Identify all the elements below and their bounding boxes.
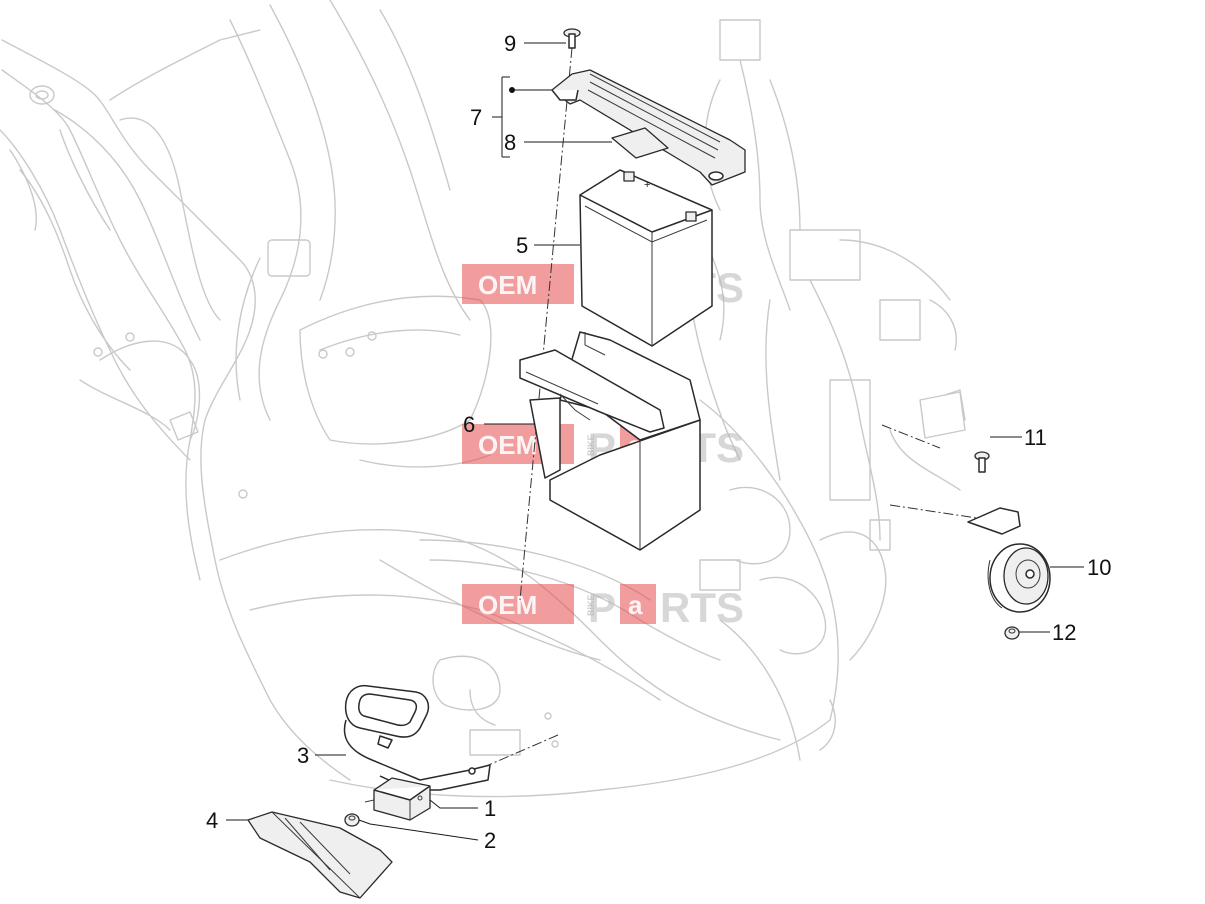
callout-4: 4: [206, 808, 218, 833]
nut-part-2[interactable]: [344, 813, 360, 827]
callout-labels: 9 7 8 5 6 11 10 12 3 1 2 4: [206, 31, 1111, 853]
watermark-bottom: OEM BIKE P a RTS: [462, 584, 744, 631]
callout-6: 6: [463, 412, 475, 437]
svg-text:+: +: [644, 179, 650, 191]
callout-2: 2: [484, 828, 496, 853]
screw-part-9[interactable]: [563, 28, 581, 49]
callout-9: 9: [504, 31, 516, 56]
horn-part-10[interactable]: [967, 507, 1051, 613]
scooter-frame-ghost: [0, 0, 966, 798]
battery-box-part-6[interactable]: [519, 331, 701, 551]
watermark-bike-text: BIKE: [586, 594, 596, 616]
cover-part-4[interactable]: [247, 811, 393, 899]
leader-lines: [226, 42, 1084, 841]
watermark-rts-text: RTS: [660, 584, 744, 631]
callout-5: 5: [516, 233, 528, 258]
relay-part-1[interactable]: [364, 777, 431, 821]
battery-strap-part-7[interactable]: [551, 69, 746, 186]
callout-8: 8: [504, 130, 516, 155]
callout-7: 7: [470, 105, 482, 130]
watermark-p-text: P: [588, 584, 616, 631]
watermark-oem-text: OEM: [478, 430, 537, 460]
callout-11: 11: [1024, 425, 1047, 450]
watermark-oem-text: OEM: [478, 270, 537, 300]
watermark-bike-text: BIKE: [586, 434, 596, 456]
nut-part-12[interactable]: [1004, 626, 1020, 640]
callout-10: 10: [1087, 555, 1111, 580]
label-part-8[interactable]: [611, 127, 669, 159]
watermark-oem-text: OEM: [478, 590, 537, 620]
callout-3: 3: [297, 743, 309, 768]
bracket-part-3[interactable]: [343, 684, 491, 791]
battery-part-5[interactable]: +: [579, 169, 713, 347]
callout-1: 1: [484, 796, 496, 821]
watermark-a-text: a: [628, 590, 643, 620]
bolt-part-11[interactable]: [974, 451, 990, 473]
callout-12: 12: [1052, 620, 1076, 645]
